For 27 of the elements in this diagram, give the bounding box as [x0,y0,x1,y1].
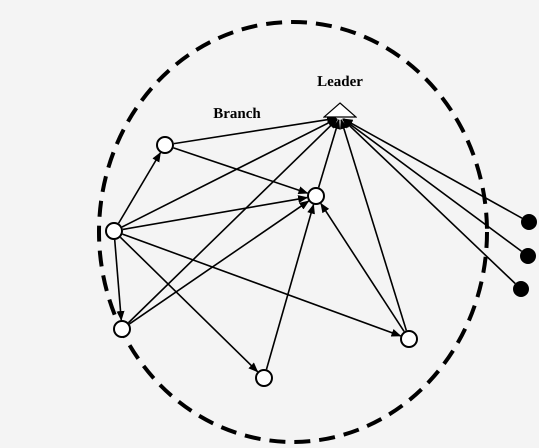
arrow [118,152,162,224]
hollow-circle [400,330,418,348]
arrow [114,240,125,322]
filled-dot [513,281,529,297]
arrow [122,233,402,337]
arrow [128,200,310,325]
arrow [174,116,338,144]
node-label: Leader [317,73,363,91]
hollow-circle [307,187,325,205]
arrow [340,118,408,331]
arrow [318,118,340,188]
hollow-circle [156,136,174,154]
hollow-circle [255,369,273,387]
arrow [342,118,522,219]
arrow [320,202,405,332]
hollow-circle [113,320,131,338]
arrow [122,118,338,228]
arrow [266,204,315,370]
hollow-circle [105,222,123,240]
arrow [342,118,522,252]
filled-dot [520,248,536,264]
arrow [128,118,338,324]
arrow [120,236,258,372]
arrow [342,118,516,284]
arrow [173,147,308,194]
filled-dot [521,214,537,230]
arrow [122,195,308,230]
